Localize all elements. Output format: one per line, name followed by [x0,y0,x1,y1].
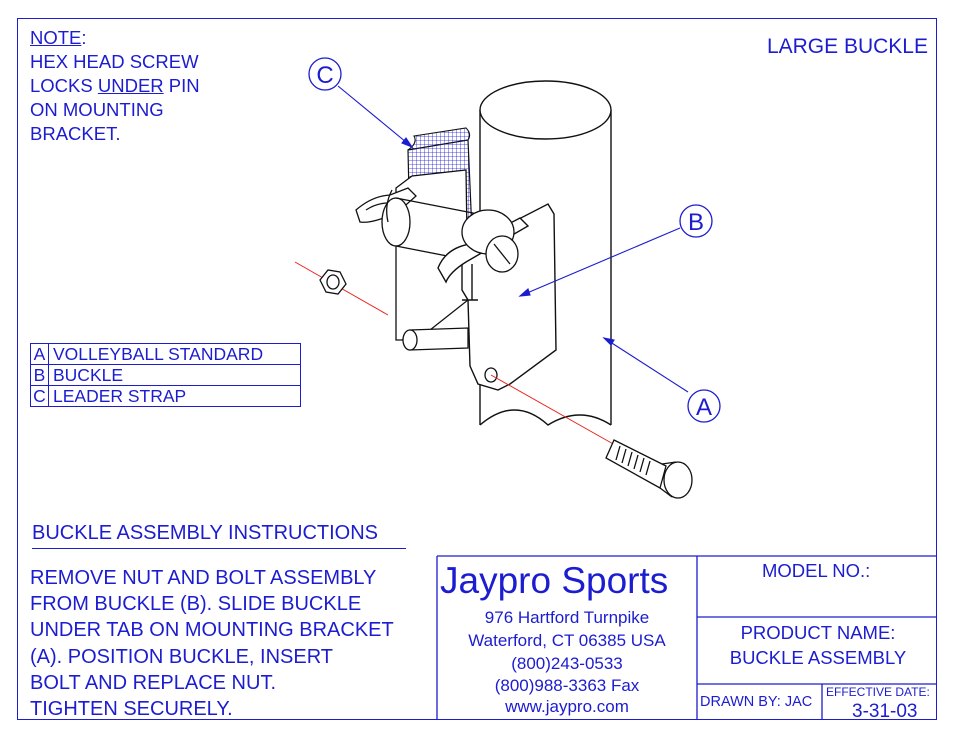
instruction-line: (A). POSITION BUCKLE, INSERT [30,645,334,668]
instructions-heading: BUCKLE ASSEMBLY INSTRUCTIONS [32,522,406,549]
effective-date: 3-31-03 [852,701,918,722]
drawing-title: LARGE BUCKLE [766,35,928,58]
instruction-line: REMOVE NUT AND BOLT ASSEMBLY [30,567,377,589]
title-block-lines [436,555,937,720]
note-line-3: ON MOUNTING [30,99,164,120]
legend-label: VOLLEYBALL STANDARD [48,343,301,365]
company-phone: (800)243-0533 [511,654,623,673]
note-line-1: HEX HEAD SCREW [30,51,199,72]
note-heading: NOTE [30,27,82,48]
note-heading-colon: : [81,27,87,48]
buckle-reel [381,189,479,263]
note-block: NOTE: HEX HEAD SCREW LOCKS UNDER PIN ON … [30,26,200,146]
legend-key: B [30,364,49,386]
instruction-line: BOLT AND REPLACE NUT. [30,671,276,694]
instructions-body: REMOVE NUT AND BOLT ASSEMBLY FROM BUCKLE… [30,565,394,722]
legend-label: LEADER STRAP [48,385,301,407]
product-name: BUCKLE ASSEMBLY [729,647,907,668]
callout-c: C [316,62,333,89]
note-line-2-pre: LOCKS [30,75,98,96]
effective-date-label: EFFECTIVE DATE: [826,685,930,699]
callout-b: B [688,209,704,236]
company-name: Jaypro Sports [440,560,669,601]
callout-circles [308,57,721,423]
note-line-2-under: UNDER [97,75,164,96]
drawn-by: DRAWN BY: JAC [700,694,813,710]
legend-row: C LEADER STRAP [30,385,301,407]
note-line-4: BRACKET. [30,123,121,144]
company-address-2: Waterford, CT 06385 USA [468,631,666,650]
instruction-line: TIGHTEN SECURELY. [30,698,233,721]
hex-head-screw [461,209,519,383]
model-number-label: MODEL NO.: [762,560,871,581]
company-website: www.jaypro.com [505,697,629,716]
buckle-axle [402,327,469,351]
parts-legend: A VOLLEYBALL STANDARD B BUCKLE C LEADER … [30,343,301,407]
leader-arrows [337,85,689,393]
company-fax: (800)988-3363 Fax [494,676,640,695]
bolt-centerline-2 [490,374,616,446]
nut [319,269,347,295]
company-address-1: 976 Hartford Turnpike [484,608,650,627]
bolt [605,439,693,499]
legend-label: BUCKLE [48,364,301,386]
legend-row: A VOLLEYBALL STANDARD [30,343,301,365]
drawing-border [17,18,937,720]
product-name-label: PRODUCT NAME: [740,622,896,643]
instruction-line: FROM BUCKLE (B). SLIDE BUCKLE [30,593,362,616]
note-line-2-post: PIN [163,75,200,96]
legend-key: C [30,385,49,407]
instruction-line: UNDER TAB ON MOUNTING BRACKET [30,619,394,642]
legend-row: B BUCKLE [30,364,301,386]
legend-key: A [30,343,49,365]
callout-a: A [696,394,712,421]
